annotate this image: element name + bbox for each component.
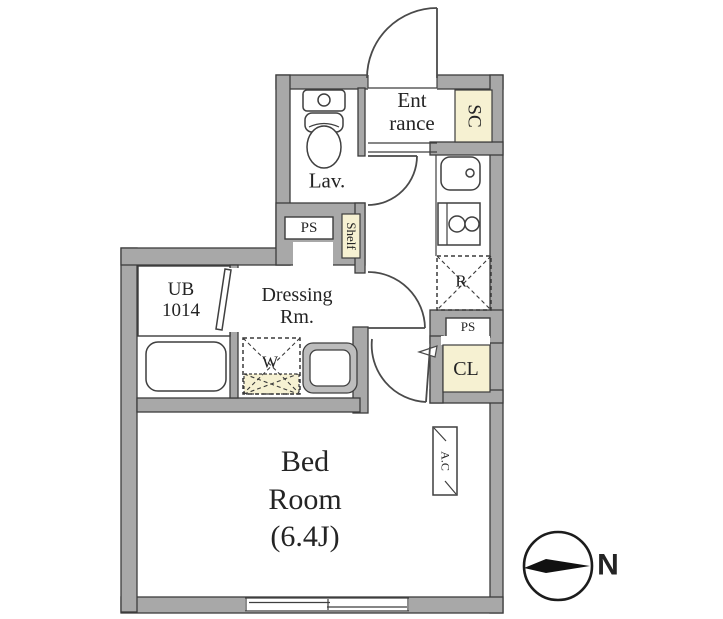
closet-label: CL — [453, 358, 479, 380]
lavatory-label: Lav. — [308, 168, 346, 193]
stove-icon — [437, 202, 481, 246]
closet-gap — [441, 336, 490, 345]
ac-unit-label: A.C — [438, 451, 453, 471]
dressing-nook — [293, 242, 333, 266]
bedroom-door-arc — [370, 338, 438, 403]
entrance-door-arc — [366, 7, 438, 79]
lavatory-door-arc — [367, 155, 418, 206]
pipe-space-lower-label: PS — [460, 318, 476, 334]
unit-bath — [137, 265, 239, 392]
compass-icon — [522, 530, 594, 602]
washer-label: W — [261, 352, 279, 372]
toilet-icon — [302, 89, 346, 169]
washing-machine-box — [242, 337, 301, 395]
pipe-space-upper-label: PS — [300, 219, 318, 236]
shelf-box — [341, 213, 361, 259]
bath-door — [215, 268, 232, 331]
closet-box — [442, 344, 491, 393]
refrigerator-label: R — [455, 271, 467, 291]
kitchen-sink-icon — [440, 156, 481, 191]
bathtub-icon — [145, 341, 227, 392]
window-symbol — [245, 597, 409, 612]
entrance-step-lines — [368, 142, 437, 153]
dressing-door-arc — [367, 271, 426, 329]
compass-north-label: N — [597, 548, 619, 582]
refrigerator-box — [436, 255, 492, 311]
shoe-closet-box — [454, 89, 493, 143]
ac-unit-icon — [432, 426, 458, 496]
shelf-label: Shelf — [344, 222, 360, 250]
shoe-closet-label: SC — [463, 104, 485, 128]
pipe-space-box-upper — [284, 216, 334, 240]
washbasin-icon — [302, 342, 358, 394]
